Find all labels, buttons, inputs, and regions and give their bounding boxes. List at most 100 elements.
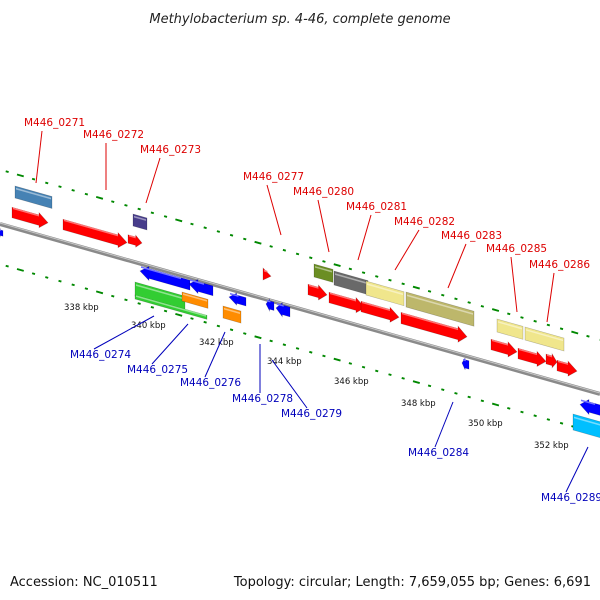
gene-shading [16, 187, 51, 200]
gene-shading [224, 307, 240, 315]
gene-shading [526, 329, 563, 342]
minor-tick [71, 283, 75, 287]
minor-tick [322, 354, 326, 358]
gene-shading [519, 348, 537, 356]
gene-m446-0287-arrow [556, 359, 578, 377]
minor-tick [401, 282, 405, 286]
minor-tick [243, 332, 247, 335]
gene-label-m446-0280[interactable]: M446_0280 [293, 186, 354, 198]
major-tick [16, 173, 24, 178]
gene-shading [136, 295, 206, 317]
minor-tick [190, 222, 194, 226]
gene-label-m446-0282[interactable]: M446_0282 [394, 216, 455, 228]
minor-tick [586, 334, 590, 338]
gene-label-m446-0279[interactable]: M446_0279 [281, 408, 342, 420]
major-tick [333, 357, 341, 362]
minor-tick [546, 418, 551, 421]
gene-m446-0285-box [496, 318, 524, 340]
gene-m446-0274-arrow [139, 266, 191, 291]
minor-tick [467, 301, 471, 304]
gene-m446-0280-arrow [307, 283, 328, 301]
minor-tick [45, 276, 49, 279]
gene-m446-0275-orange-box [181, 291, 209, 309]
major-tick [491, 402, 500, 407]
gene-label-m446-0289[interactable]: M446_0289 [541, 492, 600, 504]
gene-shape [0, 227, 4, 238]
minor-tick [84, 287, 89, 290]
minor-tick [520, 410, 524, 414]
gene-label-m446-0278[interactable]: M446_0278 [232, 393, 293, 405]
minor-tick [348, 267, 353, 271]
tick-marks [5, 170, 600, 436]
gene-label-m446-0276[interactable]: M446_0276 [180, 377, 241, 389]
scale-label: 338 kbp [64, 303, 99, 313]
gene-label-m446-0283[interactable]: M446_0283 [441, 230, 502, 242]
gene-label-m446-0285[interactable]: M446_0285 [486, 243, 547, 255]
gene-shading [402, 312, 458, 331]
gene-shape [307, 283, 328, 301]
minor-tick [5, 264, 9, 268]
accession-text: Accession: NC_010511 [10, 575, 158, 590]
gene-shape [490, 338, 518, 358]
gene-shading [277, 303, 284, 307]
gene-m446-0288-arrow [579, 398, 600, 417]
gene-shading [574, 416, 600, 427]
gene-label-m446-0286[interactable]: M446_0286 [529, 259, 590, 271]
gene-label-m446-0272[interactable]: M446_0272 [83, 129, 144, 141]
gene-m446-0277-arrow [262, 267, 272, 281]
gene-shading [141, 266, 181, 280]
minor-tick [520, 316, 524, 319]
gene-label-m446-0275[interactable]: M446_0275 [127, 364, 188, 376]
minor-tick [361, 271, 366, 274]
gene-shading [315, 266, 332, 273]
gene-shading [367, 283, 403, 296]
gene-m446-0286b-arrow [545, 352, 558, 369]
minor-tick [124, 204, 128, 207]
gene-label-m446-0274[interactable]: M446_0274 [70, 349, 131, 361]
label-leader-line [93, 315, 155, 350]
minor-tick [150, 306, 155, 309]
gene-m446-0274b-arrow [188, 279, 214, 297]
gene-m446-0282-box [365, 280, 405, 307]
minor-tick [190, 317, 194, 320]
minor-tick [309, 350, 313, 354]
minor-tick [454, 392, 458, 395]
major-tick [571, 330, 579, 335]
scale-label: 346 kbp [334, 377, 369, 387]
label-leader-line [145, 157, 161, 204]
gene-m446-0273-arrow [127, 234, 143, 248]
minor-tick [124, 298, 128, 302]
gene-label-m446-0284[interactable]: M446_0284 [408, 447, 469, 459]
minor-tick [348, 362, 353, 365]
gene-shading [136, 284, 184, 300]
gene-label-m446-0271[interactable]: M446_0271 [24, 117, 85, 129]
gene-features [0, 185, 600, 439]
minor-tick [229, 233, 234, 237]
major-tick [491, 308, 500, 312]
gene-m446-0276-arrow [228, 292, 247, 307]
gene-label-m446-0277[interactable]: M446_0277 [243, 171, 304, 183]
gene-label-m446-0281[interactable]: M446_0281 [346, 201, 407, 213]
gene-shading [330, 292, 356, 302]
gene-m446-0285-arrow [490, 338, 518, 358]
gene-m446-0272-arrow [62, 218, 128, 249]
minor-tick [507, 407, 511, 410]
gene-m446-0286-box [524, 326, 565, 352]
minor-tick [282, 248, 287, 252]
gene-shape [11, 206, 49, 229]
major-tick [175, 312, 183, 317]
gene-shape [545, 352, 558, 369]
gene-shading [230, 292, 239, 297]
gene-label-m446-0273[interactable]: M446_0273 [140, 144, 201, 156]
gene-shading [407, 294, 473, 315]
gene-m446-0283-box [405, 291, 475, 327]
label-leader-line [266, 184, 282, 236]
gene-shading [129, 234, 136, 239]
minor-tick [467, 395, 471, 399]
minor-tick [309, 256, 313, 260]
label-leader-line [510, 256, 518, 313]
minor-tick [559, 327, 564, 331]
gene-m446-0282-arrow [360, 300, 400, 323]
minor-tick [58, 185, 62, 188]
gene-shape [62, 218, 128, 249]
